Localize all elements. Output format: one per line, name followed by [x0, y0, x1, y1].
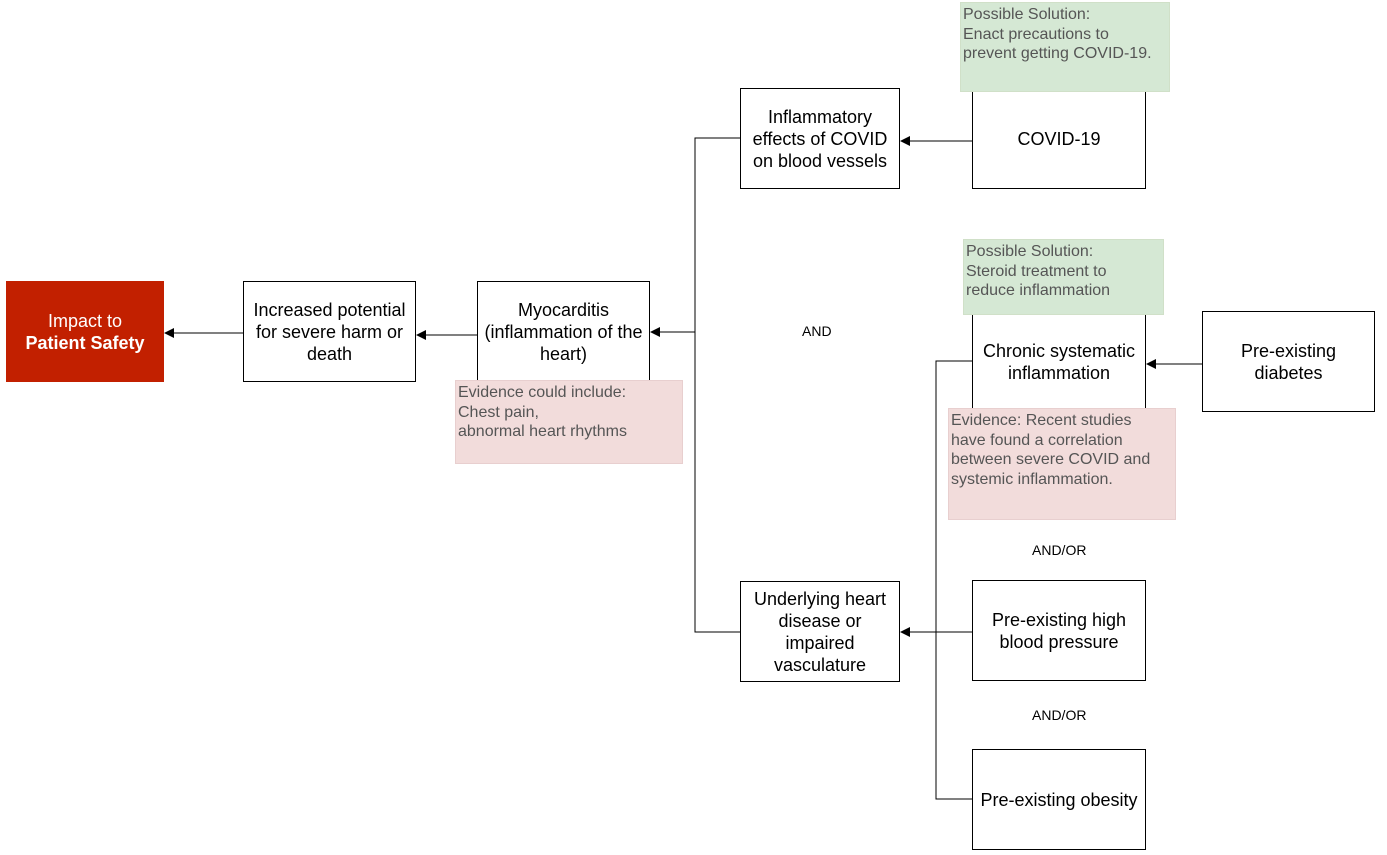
- edge-chronic-heartdisease: [935, 360, 972, 632]
- edge-heartdisease-myocarditis: [694, 332, 740, 633]
- increased-harm-node: Increased potential for severe harm or d…: [243, 281, 416, 382]
- solution-covid-note: Possible Solution: Enact precautions to …: [960, 2, 1170, 92]
- high-blood-pressure-node: Pre-existing high blood pressure: [972, 580, 1146, 681]
- and-or-label-2: AND/OR: [1032, 707, 1087, 723]
- covid-19-label: COVID-19: [1017, 128, 1101, 149]
- obesity-node: Pre-existing obesity: [972, 749, 1146, 850]
- high-blood-pressure-label: Pre-existing high blood pressure: [991, 609, 1127, 652]
- evidence-myocarditis-note: Evidence could include: Chest pain, abno…: [455, 380, 683, 464]
- diabetes-label: Pre-existing diabetes: [1240, 340, 1337, 383]
- impact-to-patient-safety-node: Impact to Patient Safety: [6, 281, 164, 382]
- edge-inflammatory-myocarditis: [650, 137, 740, 337]
- and-label: AND: [802, 323, 832, 339]
- chronic-inflammation-node: Chronic systematic inflammation: [972, 311, 1146, 412]
- inflammatory-effects-node: Inflammatory effects of COVID on blood v…: [740, 88, 900, 189]
- increased-harm-label: Increased potential for severe harm or d…: [253, 299, 406, 364]
- edge-obesity-heartdisease: [935, 632, 972, 800]
- chronic-inflammation-label: Chronic systematic inflammation: [982, 340, 1136, 383]
- diabetes-node: Pre-existing diabetes: [1202, 311, 1375, 412]
- and-or-label-1: AND/OR: [1032, 542, 1087, 558]
- myocarditis-node: Myocarditis (inflammation of the heart): [477, 281, 650, 382]
- solution-steroid-note: Possible Solution: Steroid treatment to …: [963, 239, 1164, 315]
- evidence-inflammation-note: Evidence: Recent studies have found a co…: [948, 408, 1176, 520]
- heart-disease-label: Underlying heart disease or impaired vas…: [753, 588, 887, 675]
- impact-line1: Impact to: [47, 310, 122, 331]
- obesity-label: Pre-existing obesity: [980, 789, 1138, 810]
- heart-disease-node: Underlying heart disease or impaired vas…: [740, 581, 900, 682]
- impact-line2: Patient Safety: [25, 332, 145, 353]
- inflammatory-effects-label: Inflammatory effects of COVID on blood v…: [752, 106, 888, 171]
- covid-19-node: COVID-19: [972, 88, 1146, 189]
- myocarditis-label: Myocarditis (inflammation of the heart): [484, 299, 643, 364]
